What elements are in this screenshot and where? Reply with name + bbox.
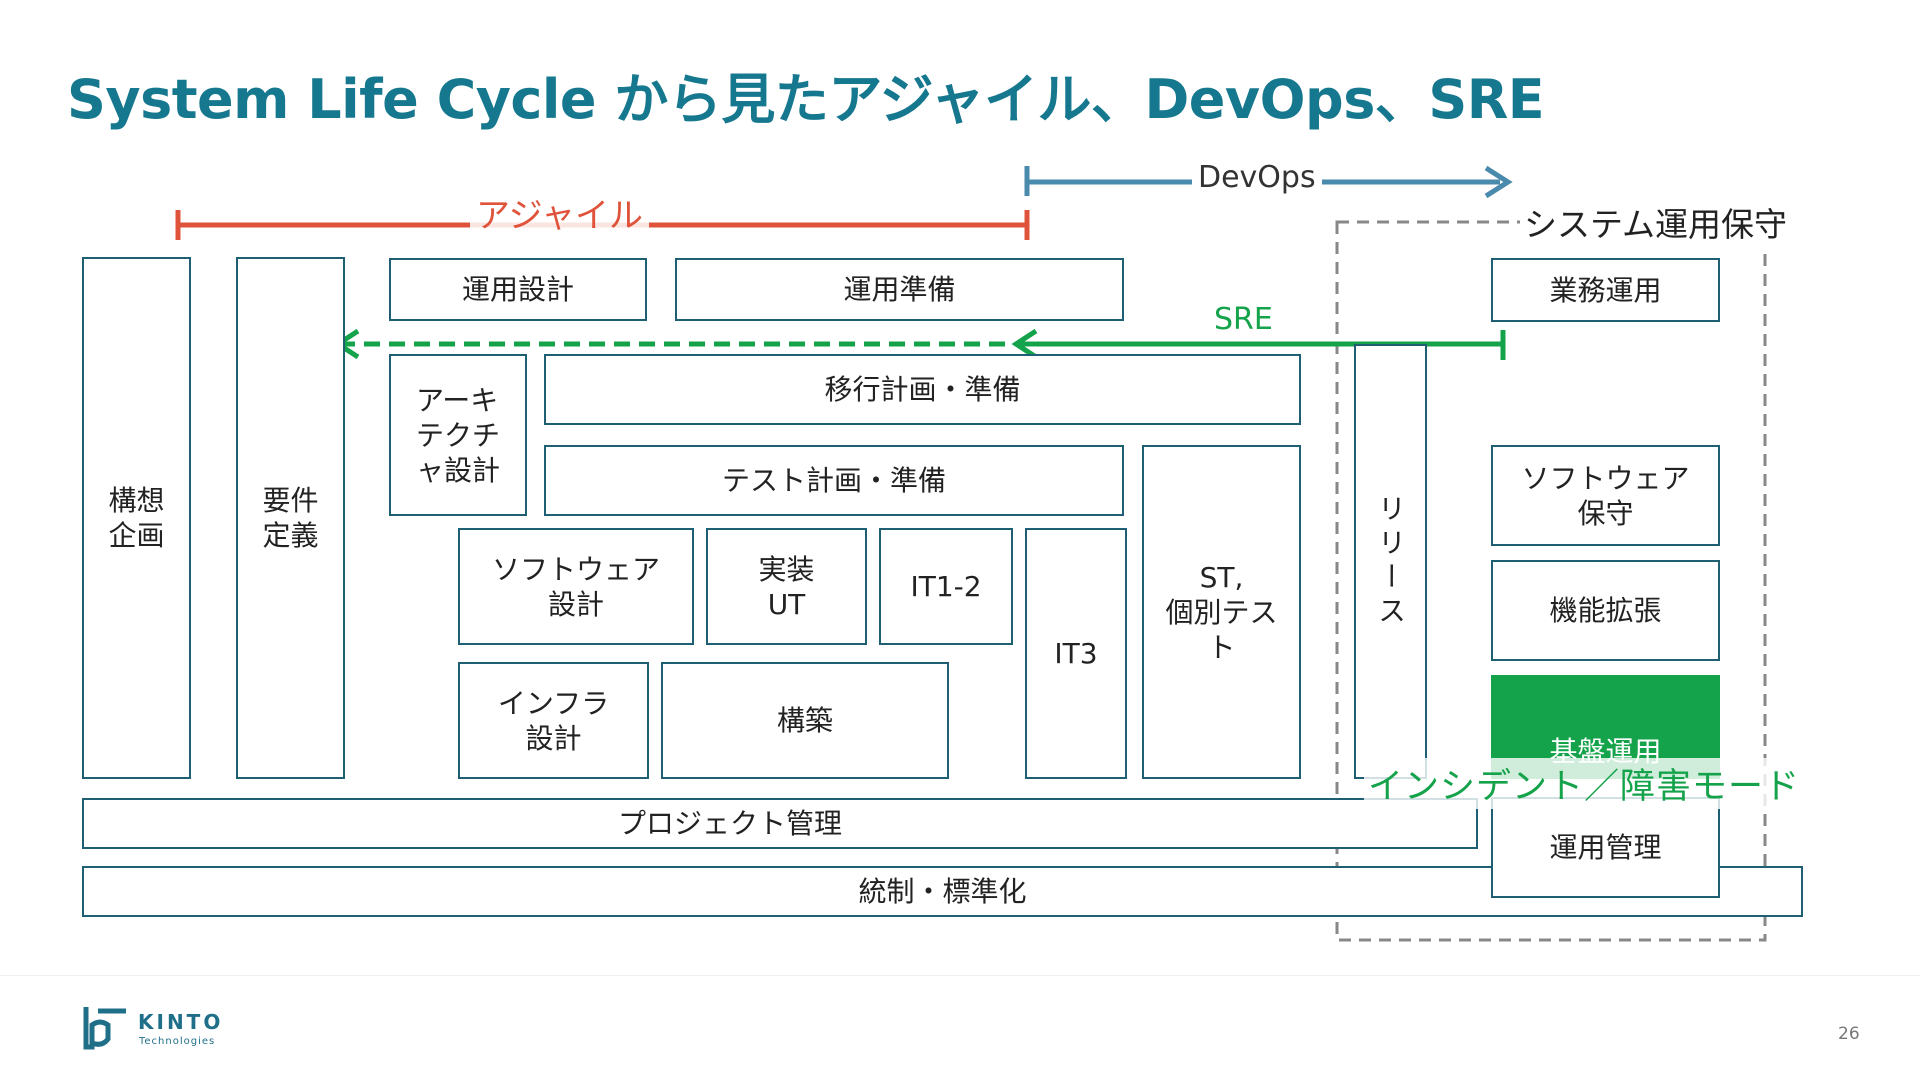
st-label: ST, 個別テス ト xyxy=(1165,560,1278,664)
logo-subtext: Technologies xyxy=(139,1036,216,1047)
software-maintenance-label: ソフトウェア 保守 xyxy=(1521,461,1690,530)
ops-management-box: 運用管理 xyxy=(1491,797,1720,898)
architecture-box: アーキ テクチ ャ設計 xyxy=(389,354,527,516)
software-design-label: ソフトウェア 設計 xyxy=(491,552,660,621)
business-ops-box: 業務運用 xyxy=(1491,258,1720,322)
project-management-label: プロジェクト管理 xyxy=(617,807,842,840)
software-maintenance-box: ソフトウェア 保守 xyxy=(1491,445,1720,546)
feature-extension-box: 機能拡張 xyxy=(1491,560,1720,661)
it3-box: IT3 xyxy=(1025,528,1127,779)
migration-box: 移行計画・準備 xyxy=(544,354,1301,425)
kinto-logo-icon xyxy=(83,1007,126,1050)
architecture-label: アーキ テクチ ャ設計 xyxy=(415,383,500,487)
feature-extension-label: 機能拡張 xyxy=(1549,594,1662,627)
implementation-box: 実装 UT xyxy=(706,528,867,645)
sre-label: SRE xyxy=(1214,302,1273,337)
infra-design-box: インフラ 設計 xyxy=(458,662,649,779)
business-ops-label: 業務運用 xyxy=(1549,273,1662,307)
governance-label: 統制・標準化 xyxy=(858,875,1027,908)
ops-design-box: 運用設計 xyxy=(389,258,647,321)
build-label: 構築 xyxy=(776,704,833,737)
requirements-box: 要件 定義 xyxy=(236,257,345,779)
implementation-label: 実装 UT xyxy=(758,552,815,621)
page-number: 26 xyxy=(1838,1024,1860,1044)
ops-design-label: 運用設計 xyxy=(461,273,574,306)
page-title: System Life Cycle から見たアジャイル、DevOps、SRE xyxy=(67,68,1545,131)
release-label: リリース xyxy=(1374,493,1407,630)
footer-divider xyxy=(0,975,1920,976)
migration-label: 移行計画・準備 xyxy=(824,373,1021,406)
devops-label: DevOps xyxy=(1192,160,1322,195)
it3-label: IT3 xyxy=(1054,637,1098,670)
logo-text: KINTO xyxy=(138,1010,224,1034)
it12-box: IT1-2 xyxy=(879,528,1013,645)
release-box: リリース xyxy=(1354,344,1427,779)
concept-label: 構想 企画 xyxy=(108,484,165,552)
software-design-box: ソフトウェア 設計 xyxy=(458,528,694,645)
ops-prep-box: 運用準備 xyxy=(675,258,1124,321)
project-management-bar: プロジェクト管理 xyxy=(82,798,1478,849)
incident-label: インシデント／障害モード xyxy=(1364,758,1805,809)
ops-management-label: 運用管理 xyxy=(1549,831,1662,864)
system-ops-label: システム運用保守 xyxy=(1520,198,1792,246)
agile-label: アジャイル xyxy=(470,188,649,237)
test-plan-box: テスト計画・準備 xyxy=(544,445,1124,516)
infra-design-label: インフラ 設計 xyxy=(497,686,610,755)
ops-prep-label: 運用準備 xyxy=(843,273,956,306)
st-box: ST, 個別テス ト xyxy=(1142,445,1301,779)
test-plan-label: テスト計画・準備 xyxy=(721,464,946,497)
concept-box: 構想 企画 xyxy=(82,257,191,779)
it12-label: IT1-2 xyxy=(910,570,982,603)
build-box: 構築 xyxy=(661,662,949,779)
requirements-label: 要件 定義 xyxy=(262,484,319,552)
